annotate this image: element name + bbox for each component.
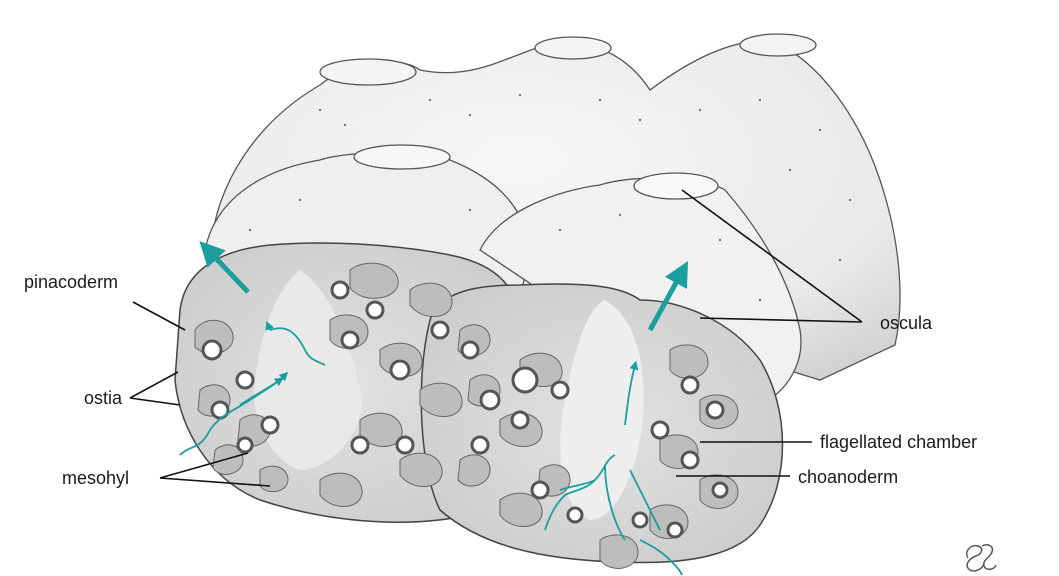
osculum-front-left (354, 145, 450, 169)
label-ostia: ostia (84, 388, 122, 408)
label-choanoderm: choanoderm (798, 467, 898, 487)
osculum-back-left (320, 59, 416, 85)
artist-signature (960, 540, 1000, 572)
label-flagellated-chamber: flagellated chamber (820, 432, 977, 452)
label-mesohyl: mesohyl (62, 468, 129, 488)
osculum-back-right (740, 34, 816, 56)
leader-pinacoderm (133, 302, 185, 330)
label-oscula: oscula (880, 313, 932, 333)
leader-ostia-b (130, 398, 180, 405)
label-pinacoderm: pinacoderm (24, 272, 118, 292)
osculum-front-right (634, 173, 718, 199)
leader-ostia-a (130, 372, 178, 398)
osculum-back-middle (535, 37, 611, 59)
